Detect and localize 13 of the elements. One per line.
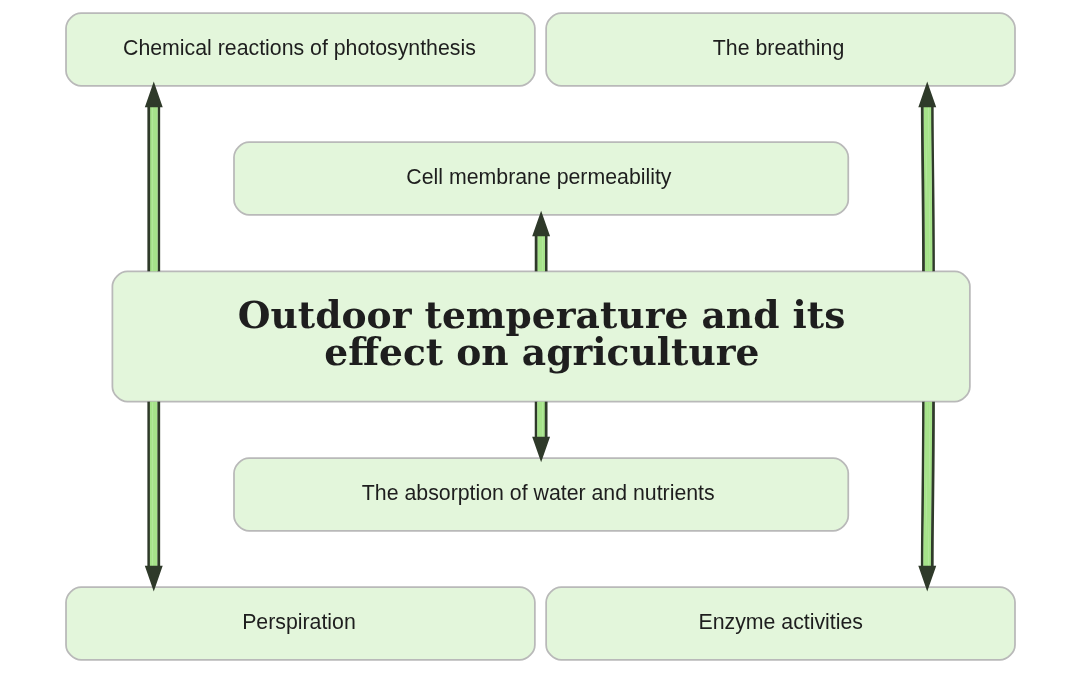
arrow bbox=[531, 401, 550, 463]
arrow bbox=[144, 81, 163, 272]
node-box: Chemical reactions of photosynthesis bbox=[64, 12, 536, 87]
arrow bbox=[917, 81, 936, 272]
arrow bbox=[531, 210, 550, 272]
arrow bbox=[917, 401, 936, 592]
node-box: Outdoor temperature and its effect on agriculture bbox=[111, 270, 971, 403]
node-box: The breathing bbox=[544, 12, 1016, 87]
node-box: Cell membrane permeability bbox=[232, 141, 849, 216]
node-box: The absorption of water and nutrients bbox=[232, 457, 849, 532]
node-box: Perspiration bbox=[64, 586, 536, 661]
node-box: Enzyme activities bbox=[544, 586, 1016, 661]
arrow bbox=[144, 401, 163, 592]
